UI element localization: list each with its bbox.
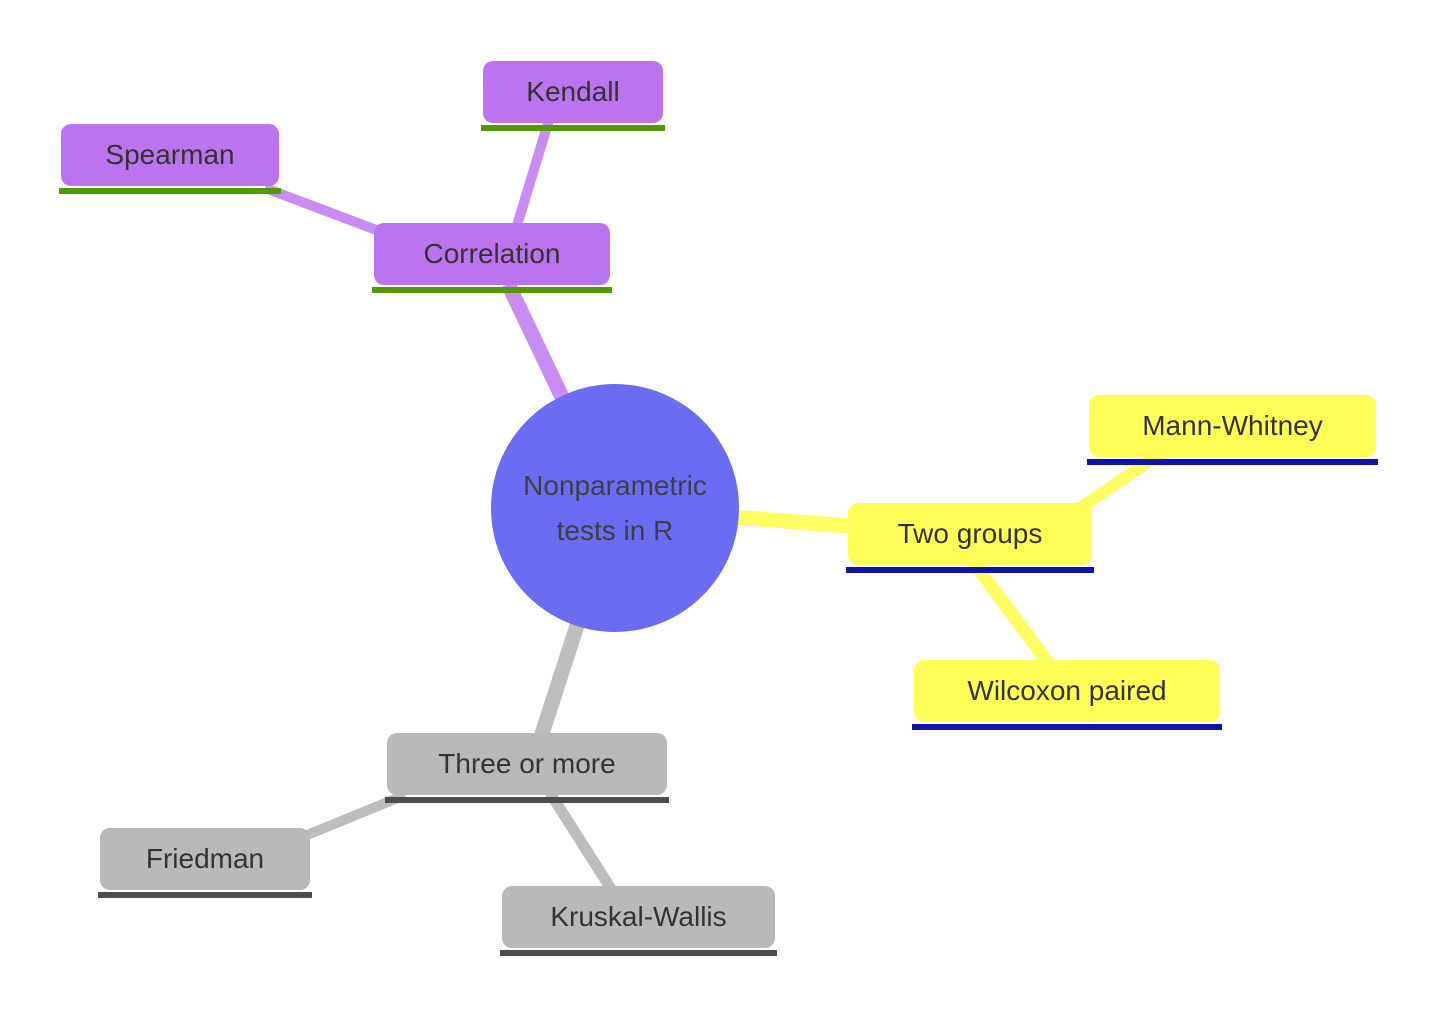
root-node[interactable]: Nonparametric tests in R [491, 384, 739, 632]
edge-three-or-more-kruskal-wallis [545, 790, 620, 898]
node-correlation-underline [372, 287, 612, 293]
root-node-label-line2: tests in R [556, 515, 674, 546]
node-kendall-underline [481, 125, 665, 131]
node-two-groups-underline [846, 567, 1094, 573]
node-two-groups-label: Two groups [897, 518, 1043, 549]
node-mann-whitney-underline [1087, 459, 1378, 465]
edge-two-groups-wilcoxon [962, 551, 1061, 676]
root-node-label-line1: Nonparametric [523, 470, 707, 501]
node-mann-whitney-label: Mann-Whitney [1142, 410, 1323, 441]
node-wilcoxon-paired-underline [912, 724, 1222, 730]
node-correlation-label: Correlation [423, 238, 561, 269]
node-three-or-more-label: Three or more [438, 748, 616, 779]
node-wilcoxon-paired[interactable]: Wilcoxon paired [912, 660, 1222, 730]
node-friedman-underline [98, 892, 312, 898]
edge-correlation-kendall [510, 118, 554, 234]
edge-correlation-spearman [263, 183, 397, 242]
node-kendall-label: Kendall [526, 76, 620, 107]
node-correlation[interactable]: Correlation [372, 223, 612, 293]
node-spearman[interactable]: Spearman [59, 124, 281, 194]
node-kruskal-wallis[interactable]: Kruskal-Wallis [500, 886, 777, 956]
node-mann-whitney[interactable]: Mann-Whitney [1087, 395, 1378, 465]
node-kruskal-wallis-label: Kruskal-Wallis [550, 901, 727, 932]
node-kendall[interactable]: Kendall [481, 61, 665, 131]
node-kruskal-wallis-underline [500, 950, 777, 956]
node-wilcoxon-paired-label: Wilcoxon paired [967, 675, 1167, 706]
node-three-or-more-underline [385, 797, 669, 803]
node-friedman-label: Friedman [145, 843, 265, 874]
node-spearman-label: Spearman [105, 139, 235, 170]
node-two-groups[interactable]: Two groups [846, 503, 1094, 573]
node-friedman[interactable]: Friedman [98, 828, 312, 898]
node-three-or-more[interactable]: Three or more [385, 733, 669, 803]
node-spearman-underline [59, 188, 281, 194]
